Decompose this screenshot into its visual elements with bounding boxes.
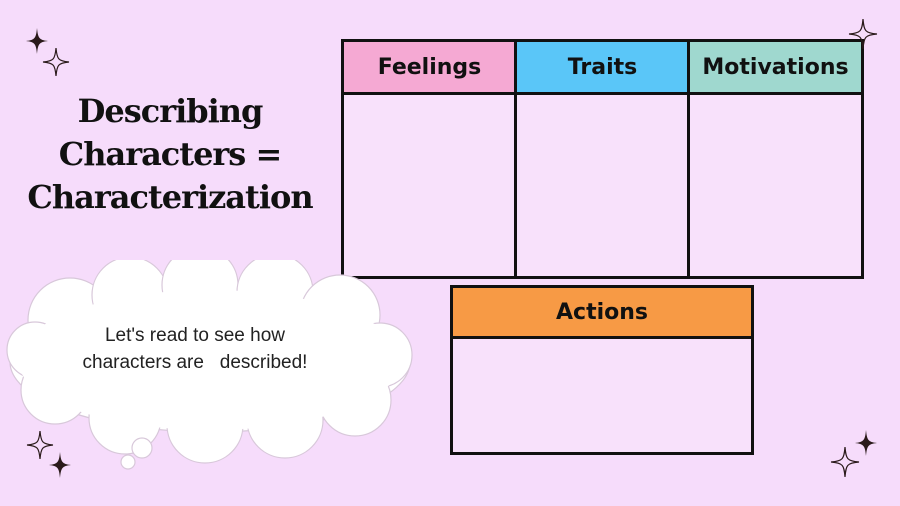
thought-cloud <box>6 260 413 470</box>
sparkle-icon <box>26 28 48 54</box>
title-line-3: Characterization <box>27 178 313 216</box>
header-feelings: Feelings <box>344 42 515 92</box>
sparkle-icon <box>26 430 54 460</box>
header-motivations-label: Motivations <box>702 54 849 80</box>
header-traits-label: Traits <box>567 54 638 80</box>
cloud-bubble-2 <box>120 454 136 470</box>
title-line-2: Characters = <box>58 135 283 173</box>
header-feelings-label: Feelings <box>377 54 482 80</box>
header-actions: Actions <box>453 288 751 336</box>
page-title: Describing Characters = Characterization <box>20 90 320 219</box>
actions-table-header-divider <box>450 336 754 339</box>
sparkle-icon <box>855 430 877 456</box>
top-table-header-divider <box>341 92 864 95</box>
header-motivations: Motivations <box>690 42 861 92</box>
cloud-bubble-1 <box>131 437 153 459</box>
sparkle-icon <box>848 18 878 50</box>
header-actions-label: Actions <box>556 299 648 325</box>
title-line-1: Describing <box>77 92 264 130</box>
header-traits: Traits <box>517 42 688 92</box>
cloud-text: Let's read to see how characters are des… <box>82 325 308 373</box>
sparkle-icon <box>49 452 71 478</box>
top-table-col-divider-2 <box>687 39 690 279</box>
sparkle-icon <box>830 446 860 478</box>
top-table-col-divider-1 <box>514 39 517 279</box>
sparkle-icon <box>42 47 70 77</box>
